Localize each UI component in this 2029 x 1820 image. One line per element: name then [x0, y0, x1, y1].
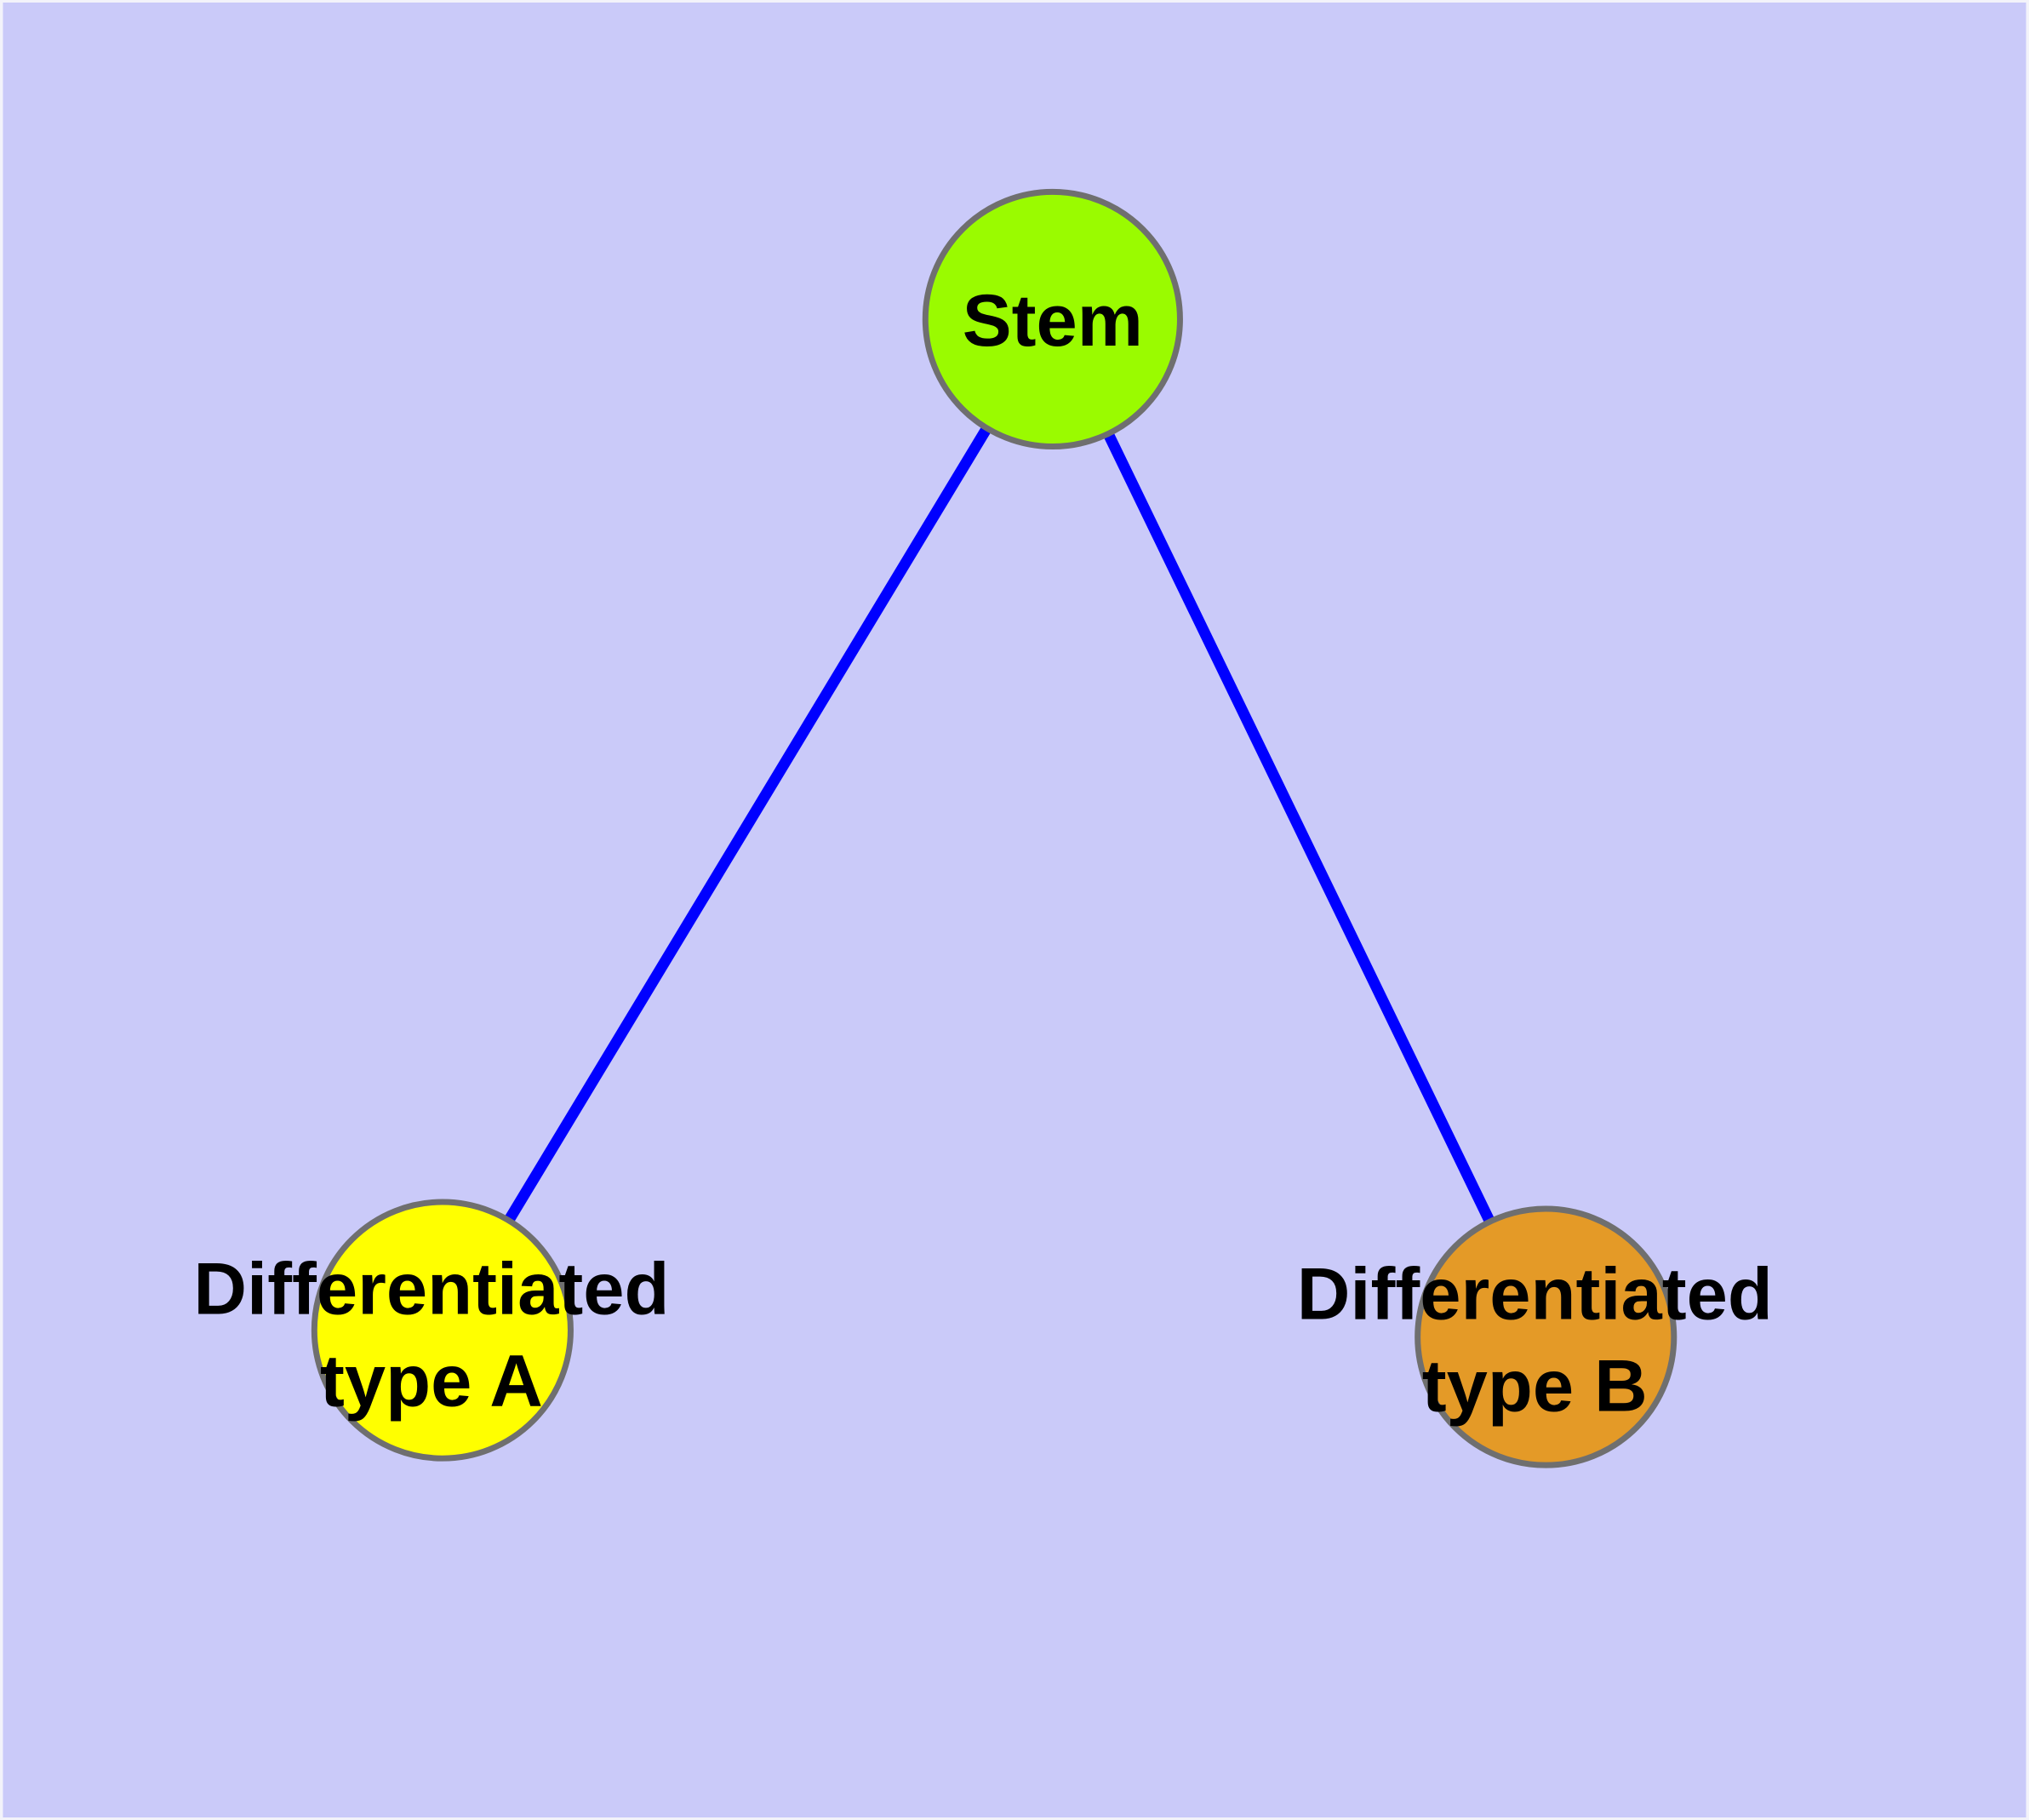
cell-differentiation-diagram: Stem Differentiated type A Differentiate…	[3, 3, 2026, 1817]
node-differentiated-type-b: Differentiated type B	[1297, 1205, 1773, 1468]
edge-stem-to-type-a	[437, 316, 1058, 1333]
node-type-a-label-line1: Differentiated	[193, 1248, 669, 1331]
node-stem-circle	[922, 188, 1183, 450]
node-differentiated-type-a: Differentiated type A	[193, 1199, 669, 1462]
node-type-b-label-line1: Differentiated	[1297, 1253, 1773, 1336]
node-type-b-label-line2: type B	[1422, 1344, 1648, 1427]
node-type-a-circle	[311, 1199, 574, 1462]
node-type-b-circle	[1415, 1205, 1677, 1468]
node-type-a-label-line2: type A	[320, 1339, 543, 1422]
node-stem-label: Stem	[963, 279, 1143, 362]
edge-stem-to-type-b	[1048, 317, 1552, 1340]
node-stem: Stem	[922, 188, 1183, 450]
